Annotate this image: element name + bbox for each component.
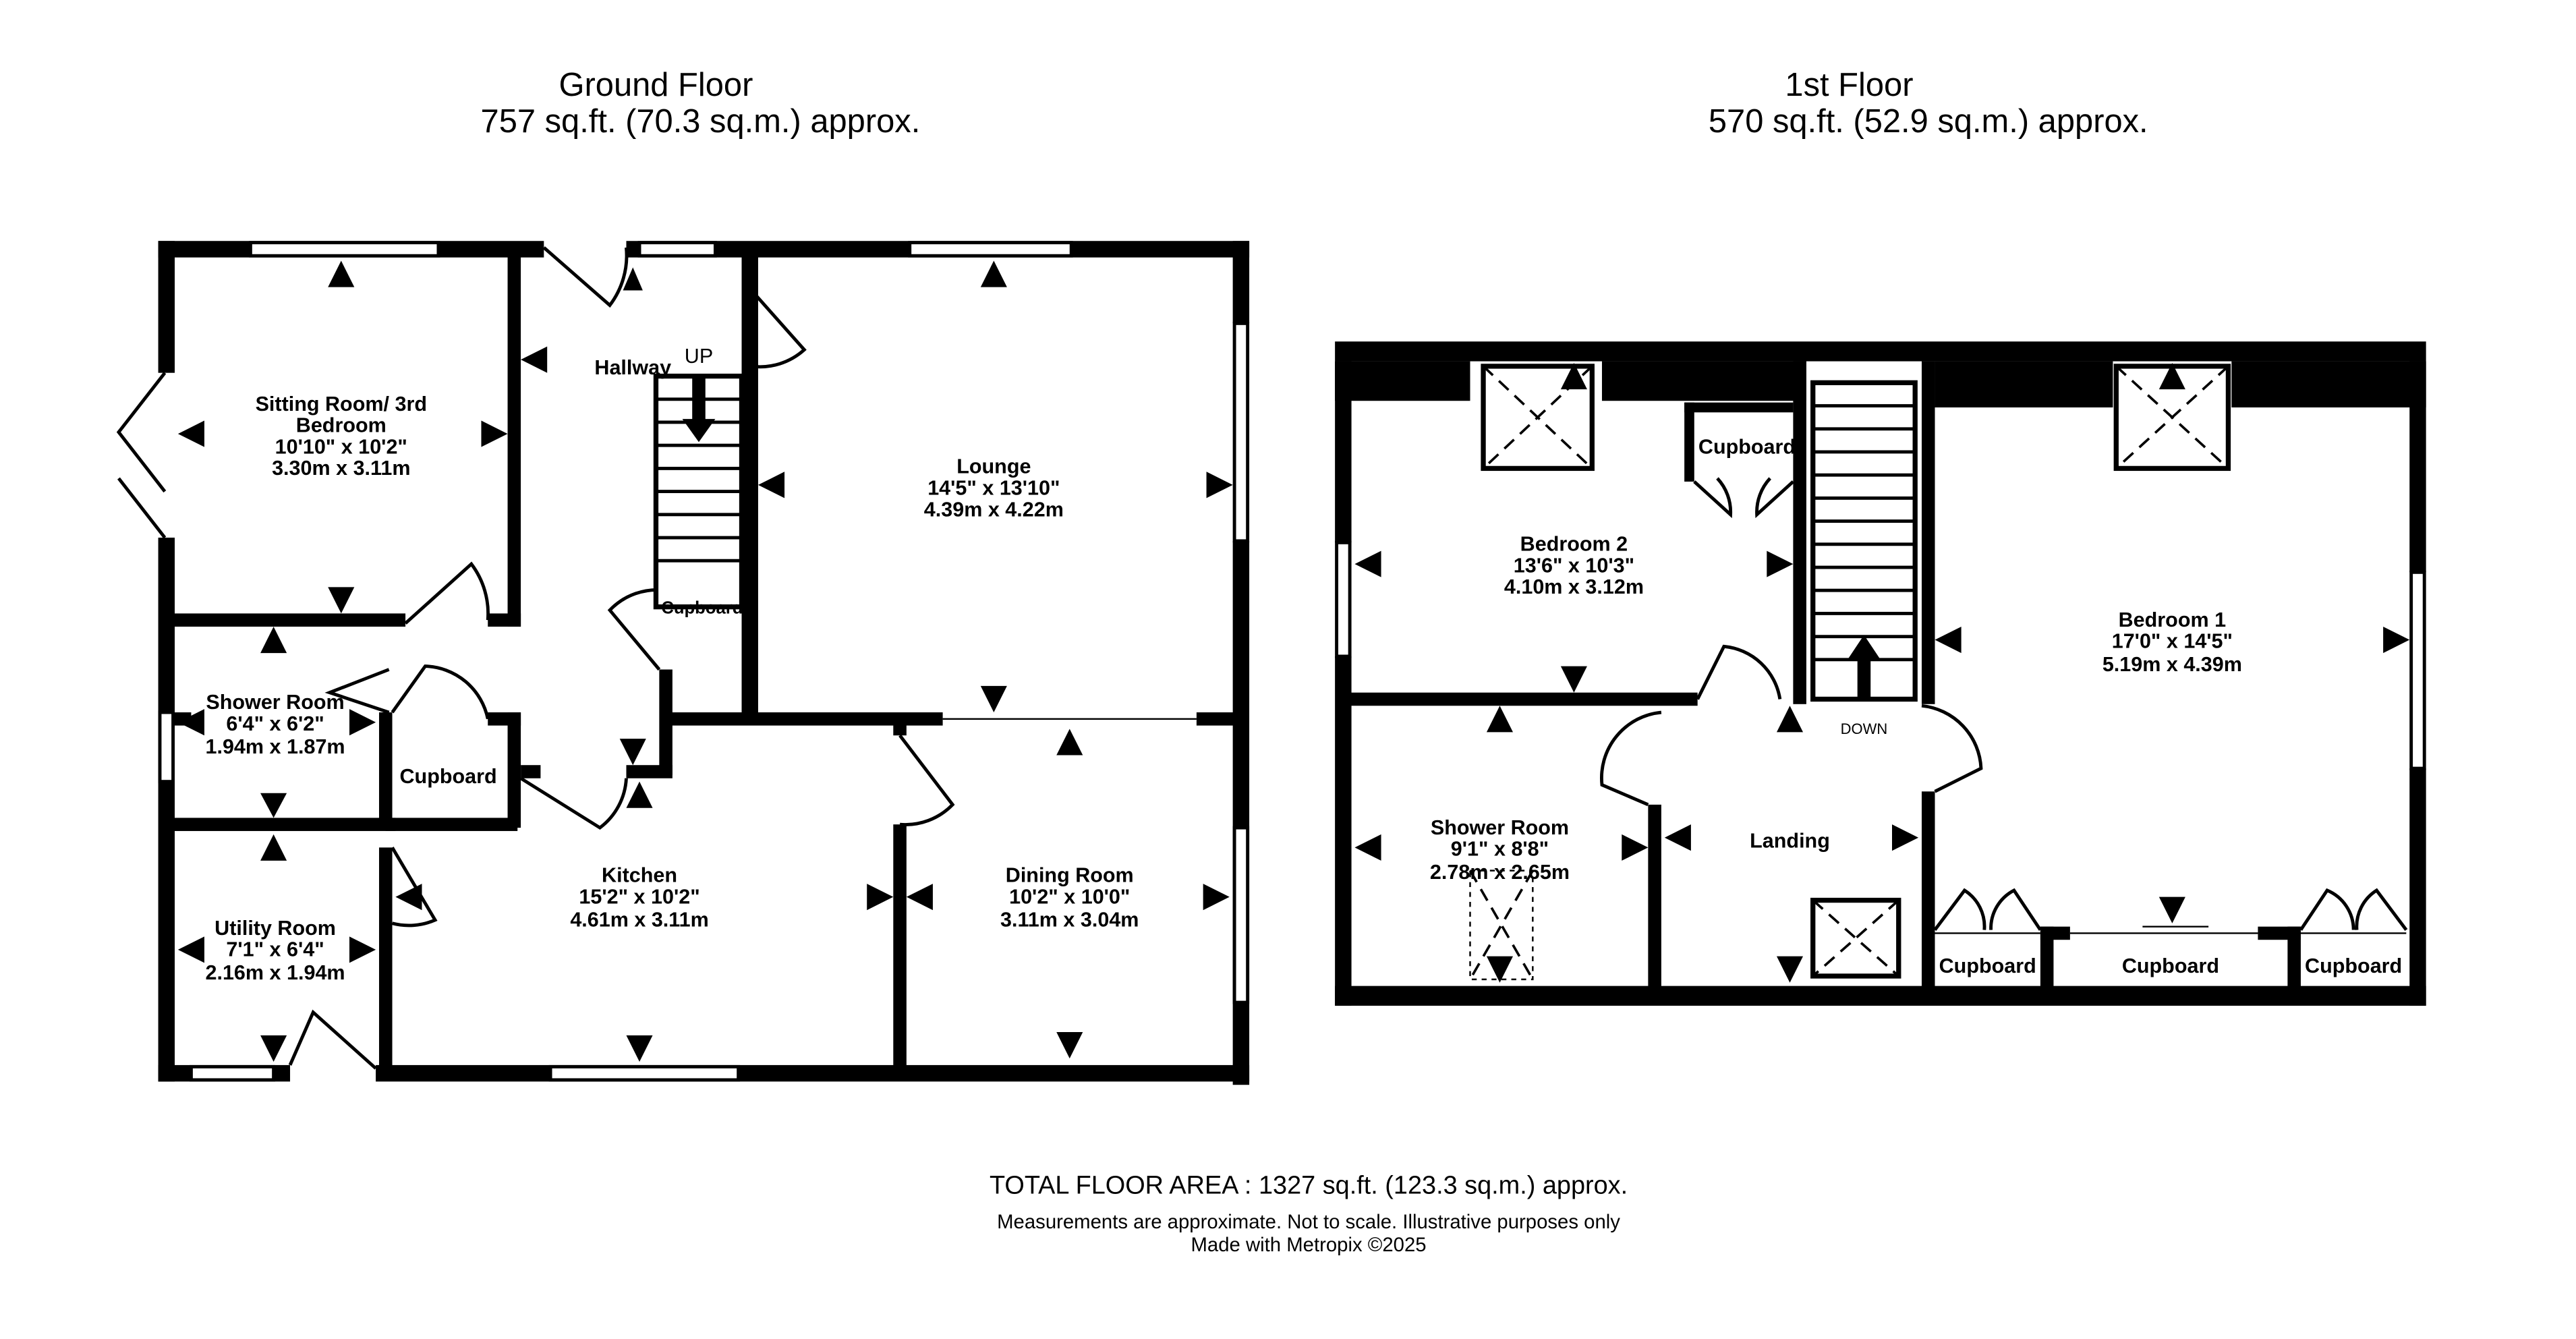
bedroom2-cupboard-name: Cupboard — [1698, 435, 1796, 458]
utility-room-metric: 2.16m x 1.94m — [205, 961, 345, 984]
ground-shower-room-name: Shower Room — [206, 691, 344, 714]
total-floor-area: TOTAL FLOOR AREA : 1327 sq.ft. (123.3 sq… — [990, 1171, 1628, 1199]
first-floor-arrows — [1354, 363, 2410, 983]
utility-room-label: Utility Room 7'1" x 6'4" 2.16m x 1.94m — [205, 917, 345, 984]
bedroom2-imperial: 13'6" x 10'3" — [1514, 554, 1634, 577]
ground-shower-room-metric: 1.94m x 1.87m — [205, 735, 345, 758]
hallway-up-label: UP — [685, 345, 713, 368]
kitchen-name: Kitchen — [602, 864, 677, 887]
first-floor-stairs — [1810, 380, 1918, 702]
dining-room-label: Dining Room 10'2" x 10'0" 3.11m x 3.04m — [1000, 864, 1139, 932]
first-floor-title: 1st Floor — [1785, 67, 1913, 103]
disclaimer: Measurements are approximate. Not to sca… — [997, 1211, 1620, 1233]
ground-floor-arrows — [177, 260, 1233, 1062]
lounge-label: Lounge 14'5" x 13'10" 4.39m x 4.22m — [924, 455, 1064, 521]
ground-shower-room-label: Shower Room 6'4" x 6'2" 1.94m x 1.87m — [205, 691, 345, 758]
first-shower-room-metric: 2.78m x 2.65m — [1430, 861, 1570, 884]
first-floor-windows — [1335, 540, 2426, 934]
cupboard-right-name: Cupboard — [2305, 955, 2402, 977]
first-floor-walls — [1335, 341, 2426, 1006]
ground-floor-doors — [116, 246, 955, 1070]
ground-floor-stairs — [653, 373, 745, 610]
bedroom2-name: Bedroom 2 — [1520, 533, 1628, 556]
bedroom2-label: Bedroom 2 13'6" x 10'3" 4.10m x 3.12m — [1504, 533, 1644, 599]
lounge-imperial: 14'5" x 13'10" — [927, 477, 1060, 500]
dining-room-name: Dining Room — [1006, 864, 1134, 887]
bedroom2-metric: 4.10m x 3.12m — [1504, 575, 1644, 598]
first-shower-room-name: Shower Room — [1431, 816, 1569, 839]
kitchen-label: Kitchen 15'2" x 10'2" 4.61m x 3.11m — [570, 864, 708, 932]
sitting-room-name: Sitting Room/ 3rd — [256, 393, 427, 416]
bedroom1-metric: 5.19m x 4.39m — [2102, 653, 2242, 676]
sitting-room-label: Sitting Room/ 3rd Bedroom 10'10" x 10'2"… — [256, 393, 427, 480]
first-shower-room-imperial: 9'1" x 8'8" — [1451, 838, 1549, 861]
ground-floor-plan: Sitting Room/ 3rd Bedroom 10'10" x 10'2"… — [116, 241, 1250, 1085]
kitchen-metric: 4.61m x 3.11m — [570, 909, 708, 932]
footer: TOTAL FLOOR AREA : 1327 sq.ft. (123.3 sq… — [990, 1171, 1628, 1256]
lounge-name: Lounge — [956, 455, 1031, 478]
first-floor-plan: Bedroom 2 13'6" x 10'3" 4.10m x 3.12m Cu… — [1335, 341, 2426, 1006]
ground-floor-walls — [158, 241, 1250, 1085]
hall-cupboard-name: Cupboard — [661, 598, 743, 617]
first-floor-header: 1st Floor 570 sq.ft. (52.9 sq.m.) approx… — [1709, 67, 2148, 140]
first-floor-area: 570 sq.ft. (52.9 sq.m.) approx. — [1709, 103, 2148, 140]
dining-room-imperial: 10'2" x 10'0" — [1009, 885, 1130, 908]
hallway-name: Hallway — [594, 356, 671, 379]
first-shower-room-label: Shower Room 9'1" x 8'8" 2.78m x 2.65m — [1430, 816, 1570, 884]
credit: Made with Metropix ©2025 — [1191, 1234, 1426, 1256]
dining-room-metric: 3.11m x 3.04m — [1000, 909, 1139, 932]
stairs-down-label: DOWN — [1841, 720, 1888, 737]
ground-floor-title: Ground Floor — [559, 67, 753, 103]
kitchen-imperial: 15'2" x 10'2" — [579, 885, 699, 908]
ground-floor-windows — [158, 241, 1250, 1082]
ground-floor-area: 757 sq.ft. (70.3 sq.m.) approx. — [481, 103, 921, 140]
cupboard-left-name: Cupboard — [1939, 955, 2036, 977]
ground-cupboard-name: Cupboard — [400, 765, 497, 788]
bedroom1-imperial: 17'0" x 14'5" — [2112, 630, 2233, 653]
sitting-room-name-2: Bedroom — [296, 414, 387, 437]
sitting-room-metric: 3.30m x 3.11m — [272, 457, 410, 480]
utility-room-imperial: 7'1" x 6'4" — [226, 938, 324, 961]
utility-room-name: Utility Room — [214, 917, 336, 940]
ground-shower-room-imperial: 6'4" x 6'2" — [226, 712, 324, 735]
lounge-metric: 4.39m x 4.22m — [924, 498, 1064, 521]
sitting-room-imperial: 10'10" x 10'2" — [275, 435, 407, 458]
bedroom1-label: Bedroom 1 17'0" x 14'5" 5.19m x 4.39m — [2102, 608, 2242, 676]
ground-floor-header: Ground Floor 757 sq.ft. (70.3 sq.m.) app… — [481, 67, 921, 140]
bedroom1-name: Bedroom 1 — [2119, 608, 2226, 631]
first-floor-doors — [1600, 477, 2408, 934]
cupboard-mid-name: Cupboard — [2122, 955, 2219, 977]
landing-name: Landing — [1750, 829, 1830, 852]
